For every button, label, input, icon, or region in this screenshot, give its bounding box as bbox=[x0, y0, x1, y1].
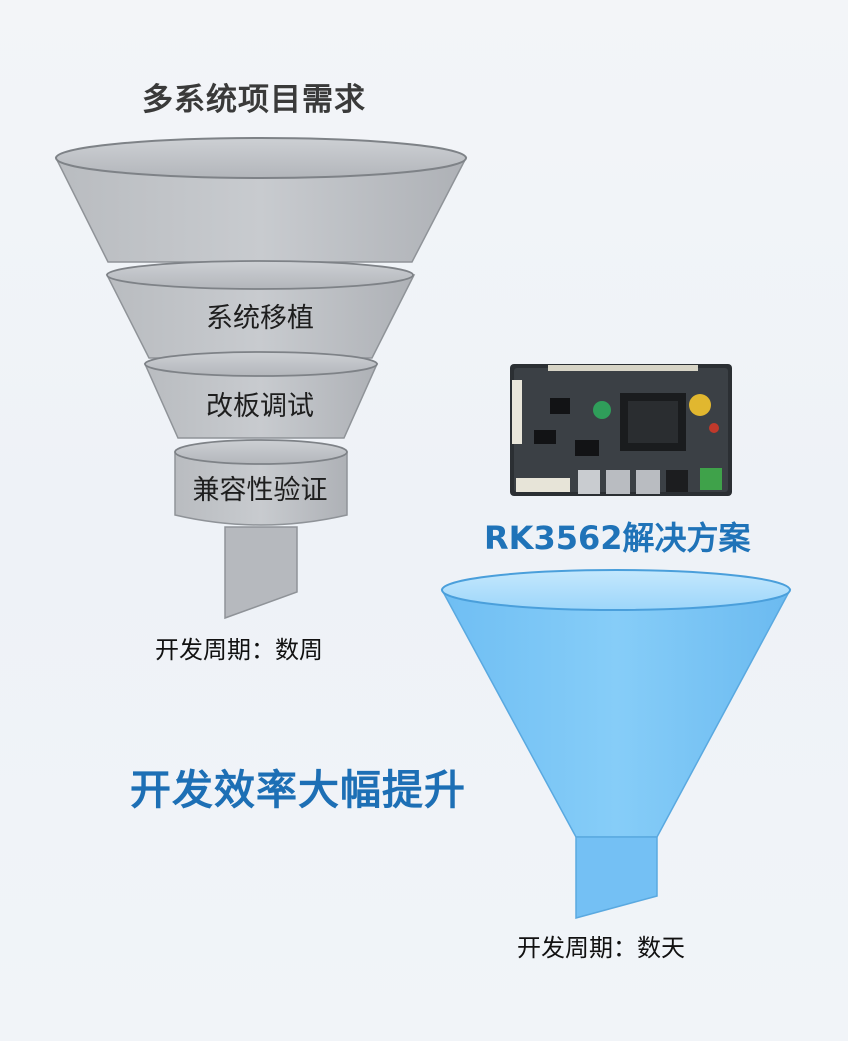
left-funnel-stage-2-rim bbox=[144, 351, 378, 377]
left-funnel-rim bbox=[55, 137, 467, 179]
left-funnel-stage-3-shape bbox=[174, 451, 348, 526]
left-funnel bbox=[54, 137, 468, 620]
right-funnel-spout bbox=[575, 836, 658, 919]
left-funnel-stage-3-rim bbox=[174, 439, 348, 465]
stage-label-compat-verify: 兼容性验证 bbox=[192, 475, 328, 506]
stage-label-system-port: 系统移植 bbox=[206, 303, 314, 334]
left-funnel-stage-1-rim bbox=[106, 260, 414, 290]
efficiency-headline: 开发效率大幅提升 bbox=[130, 766, 466, 814]
right-dev-cycle-label: 开发周期：数天 bbox=[517, 934, 685, 962]
right-funnel-cone bbox=[440, 589, 792, 838]
solution-title: RK3562解决方案 bbox=[484, 519, 751, 557]
left-dev-cycle-label: 开发周期：数周 bbox=[155, 636, 323, 664]
right-funnel bbox=[440, 569, 792, 919]
left-funnel-spout bbox=[224, 526, 298, 620]
stage-label-board-debug: 改板调试 bbox=[206, 391, 314, 422]
left-funnel-title: 多系统项目需求 bbox=[142, 82, 366, 118]
right-funnel-rim bbox=[441, 569, 791, 611]
circuit-board-image bbox=[510, 364, 732, 496]
